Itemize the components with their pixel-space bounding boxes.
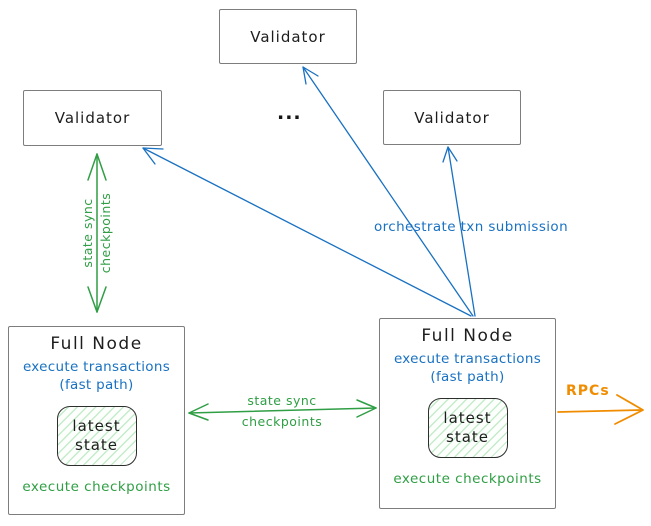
full-node-right: Full Node execute transactions (fast pat… (379, 318, 556, 509)
full-node-left: Full Node execute transactions (fast pat… (8, 326, 185, 515)
state-line2: state (446, 428, 489, 446)
vertical-label-line2: checkpoints (97, 192, 113, 274)
orchestrate-label: orchestrate txn submission (373, 219, 569, 235)
fast-path-line: (fast path) (430, 369, 505, 385)
state-sync-horizontal-label-line1: state sync (247, 393, 317, 408)
vertical-label-line1: state sync (80, 198, 95, 268)
validators-ellipsis: ... (277, 102, 302, 124)
state-sync-vertical-label: state sync checkpoints (79, 148, 115, 318)
latest-state-box-left: latest state (56, 406, 137, 466)
full-node-right-title: Full Node (421, 326, 514, 346)
validator-box-left: Validator (23, 90, 162, 146)
full-node-right-exec-txn: execute transactions (fast path) (394, 350, 541, 386)
validator-top-label: Validator (250, 27, 326, 46)
state-line2: state (75, 436, 118, 454)
validator-right-label: Validator (414, 108, 490, 127)
exec-txn-line: execute transactions (22, 359, 171, 375)
full-node-left-footer: execute checkpoints (22, 479, 171, 495)
fast-path-line: (fast path) (59, 377, 134, 393)
validator-box-right: Validator (383, 90, 521, 145)
full-node-left-title: Full Node (50, 334, 143, 354)
validator-box-top: Validator (219, 9, 357, 64)
exec-txn-line: execute transactions (393, 351, 542, 367)
rpc-label: RPCs (566, 383, 610, 399)
validator-left-label: Validator (54, 109, 131, 127)
state-sync-horizontal-label-line2: checkpoints (241, 414, 323, 429)
full-node-left-exec-txn: execute transactions (fast path) (23, 358, 170, 394)
latest-state-box-right: latest state (427, 398, 508, 458)
full-node-right-footer: execute checkpoints (393, 471, 542, 487)
rpc-arrow (557, 394, 644, 425)
state-line1: latest (443, 409, 492, 427)
state-line1: latest (72, 417, 121, 435)
